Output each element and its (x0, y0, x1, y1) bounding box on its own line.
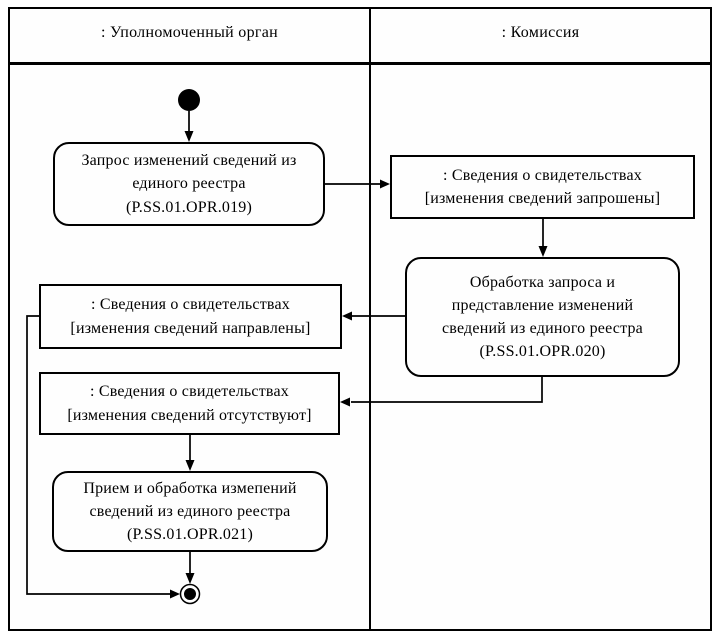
edge-absent-to-opr021 (185, 435, 195, 471)
edge-sent-to-final (26, 315, 180, 599)
swimlane-header-commission: : Комиссия (501, 24, 580, 41)
activity-process-request-opr020: Обработка запроса и представление измене… (405, 257, 680, 377)
edge-requested-to-opr020 (538, 219, 548, 257)
activity-receive-process-changes-label: Прием и обработка измепений сведений из … (83, 479, 297, 544)
activity-request-changes-opr019: Запрос изменений сведений из единого рее… (53, 142, 325, 226)
initial-node-icon (178, 89, 200, 111)
edge-opr020-to-absent (340, 377, 543, 407)
edge-opr021-to-final (185, 552, 195, 584)
lane-divider (369, 7, 371, 631)
edge-initial-to-opr019 (184, 111, 194, 142)
header-separator (8, 62, 712, 65)
object-certificate-info-sent: : Сведения о свидетельствах [изменения с… (39, 284, 342, 349)
edge-opr019-to-requested (325, 179, 390, 189)
activity-receive-process-changes-opr021: Прием и обработка измепений сведений из … (52, 471, 328, 552)
activity-request-changes-label: Запрос изменений сведений из единого рее… (81, 152, 297, 216)
activity-process-request-label: Обработка запроса и представление измене… (442, 273, 643, 361)
object-certificate-info-absent-label: : Сведения о свидетельствах [изменения с… (67, 383, 312, 424)
object-certificate-info-sent-label: : Сведения о свидетельствах [изменения с… (70, 296, 311, 337)
final-node-icon (179, 583, 201, 605)
swimlane-header-authorized-body: : Уполномоченный орган (100, 24, 279, 41)
edge-opr020-to-sent (342, 311, 405, 321)
object-certificate-info-requested-label: : Сведения о свидетельствах [изменения с… (424, 166, 661, 207)
object-certificate-info-absent: : Сведения о свидетельствах [изменения с… (39, 372, 340, 435)
object-certificate-info-requested: : Сведения о свидетельствах [изменения с… (390, 155, 695, 219)
